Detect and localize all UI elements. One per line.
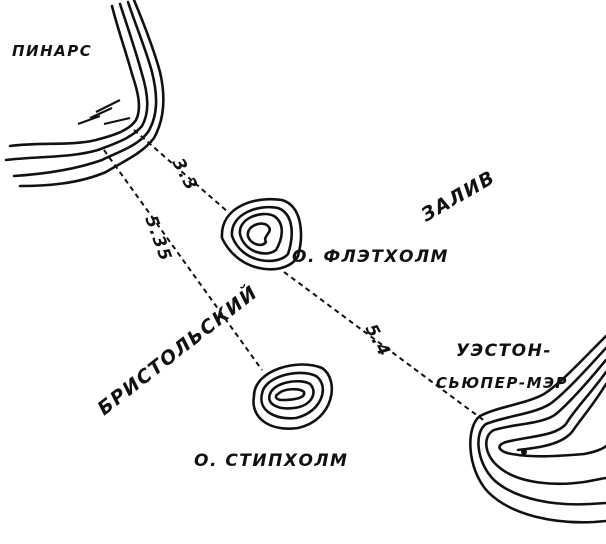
route-penarth-flatholm bbox=[133, 129, 229, 213]
steepholm-island bbox=[252, 363, 333, 430]
penarth-label: ПИНАРС bbox=[12, 42, 92, 60]
route-penarth-steepholm bbox=[103, 149, 263, 371]
weston-label-line2: СЬЮПЕР-МЭР bbox=[436, 374, 568, 392]
distance-penarth-steepholm: 5.35 bbox=[140, 213, 175, 265]
penarth-coastline bbox=[4, 0, 165, 188]
weston-label-line1: УЭСТОН- bbox=[456, 341, 552, 361]
distance-penarth-flatholm: 3.3 bbox=[168, 155, 202, 195]
flatholm-island bbox=[220, 197, 303, 271]
bay-label-zaliv: ЗАЛИВ bbox=[417, 166, 500, 226]
steepholm-label: О. СТИПХОЛМ bbox=[194, 451, 348, 471]
bay-label-bristolsky: БРИСТОЛЬСКИЙ bbox=[93, 281, 262, 420]
route-flatholm-weston bbox=[283, 271, 487, 423]
weston-coastline bbox=[469, 334, 606, 524]
distance-flatholm-weston: 5.4 bbox=[361, 321, 395, 361]
routes bbox=[103, 129, 487, 423]
flatholm-label: О. ФЛЭТХОЛМ bbox=[292, 247, 449, 267]
